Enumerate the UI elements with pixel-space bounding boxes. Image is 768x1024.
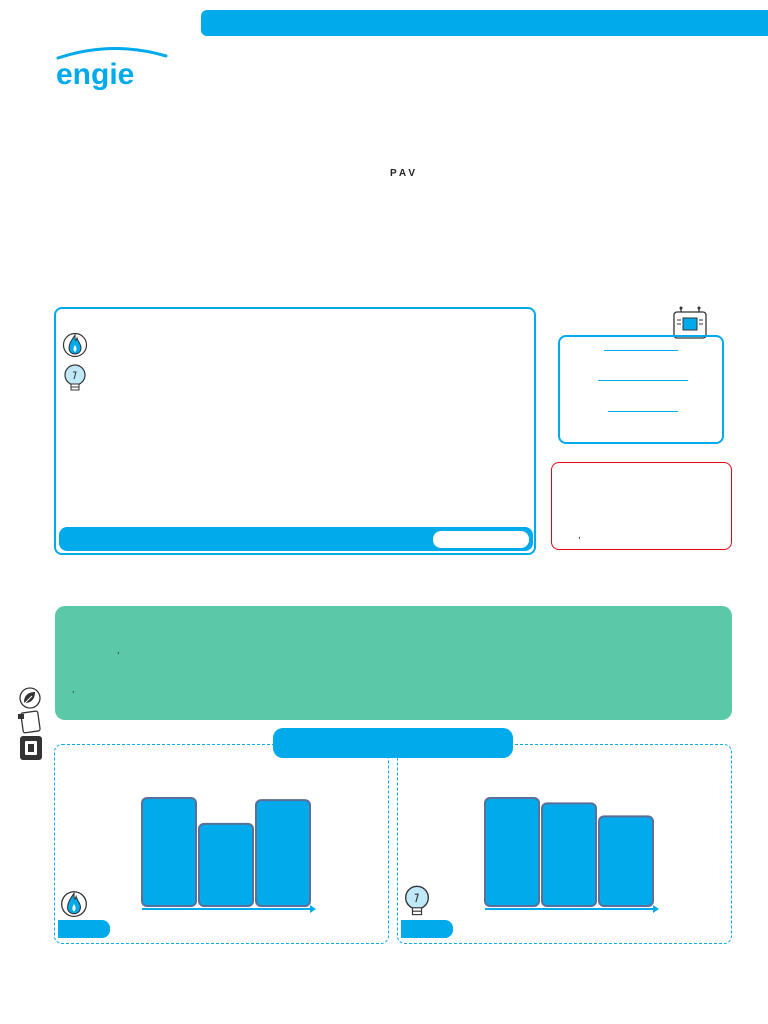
info-text: ,: [117, 645, 120, 655]
gas-tab: [58, 920, 110, 938]
chart-bar: [598, 815, 654, 907]
x-axis-arrow: [653, 905, 659, 913]
lightbulb-icon: [402, 884, 432, 918]
electricity-consumption-chart: [484, 797, 659, 913]
flame-icon: [59, 888, 89, 918]
side-icon-group: [16, 686, 46, 762]
electricity-chart-panel: [397, 744, 732, 944]
logo-text: engie: [56, 58, 134, 90]
meter-info-line: [604, 350, 678, 351]
info-banner: [55, 606, 732, 720]
gas-consumption-chart: [141, 797, 316, 913]
document-icon: [18, 710, 41, 734]
comparison-header-pill: [273, 728, 513, 758]
bin-icon: [20, 736, 42, 760]
notice-text: ,: [578, 530, 581, 541]
chart-bar: [141, 797, 197, 907]
chart-bar: [541, 802, 597, 907]
consumption-box: [54, 307, 536, 555]
meter-info-line: [608, 411, 678, 412]
info-text: ,: [72, 684, 75, 694]
chart-bar: [484, 797, 540, 907]
document-code: PAV: [390, 168, 419, 179]
eco-icon: [19, 687, 41, 709]
flame-icon: [62, 330, 88, 358]
x-axis-arrow: [310, 905, 316, 913]
gas-chart-panel: [54, 744, 389, 944]
meter-icon: [672, 306, 708, 340]
header-bar: [201, 10, 768, 36]
lightbulb-icon: [62, 363, 88, 393]
chart-bar: [255, 799, 311, 907]
electricity-tab: [401, 920, 453, 938]
chart-bar: [198, 822, 254, 907]
meter-info-box: [558, 335, 724, 444]
notice-box: [551, 462, 732, 550]
engie-logo: engie: [52, 42, 172, 91]
meter-info-line: [598, 380, 688, 381]
consumption-value-slot: [433, 531, 529, 548]
